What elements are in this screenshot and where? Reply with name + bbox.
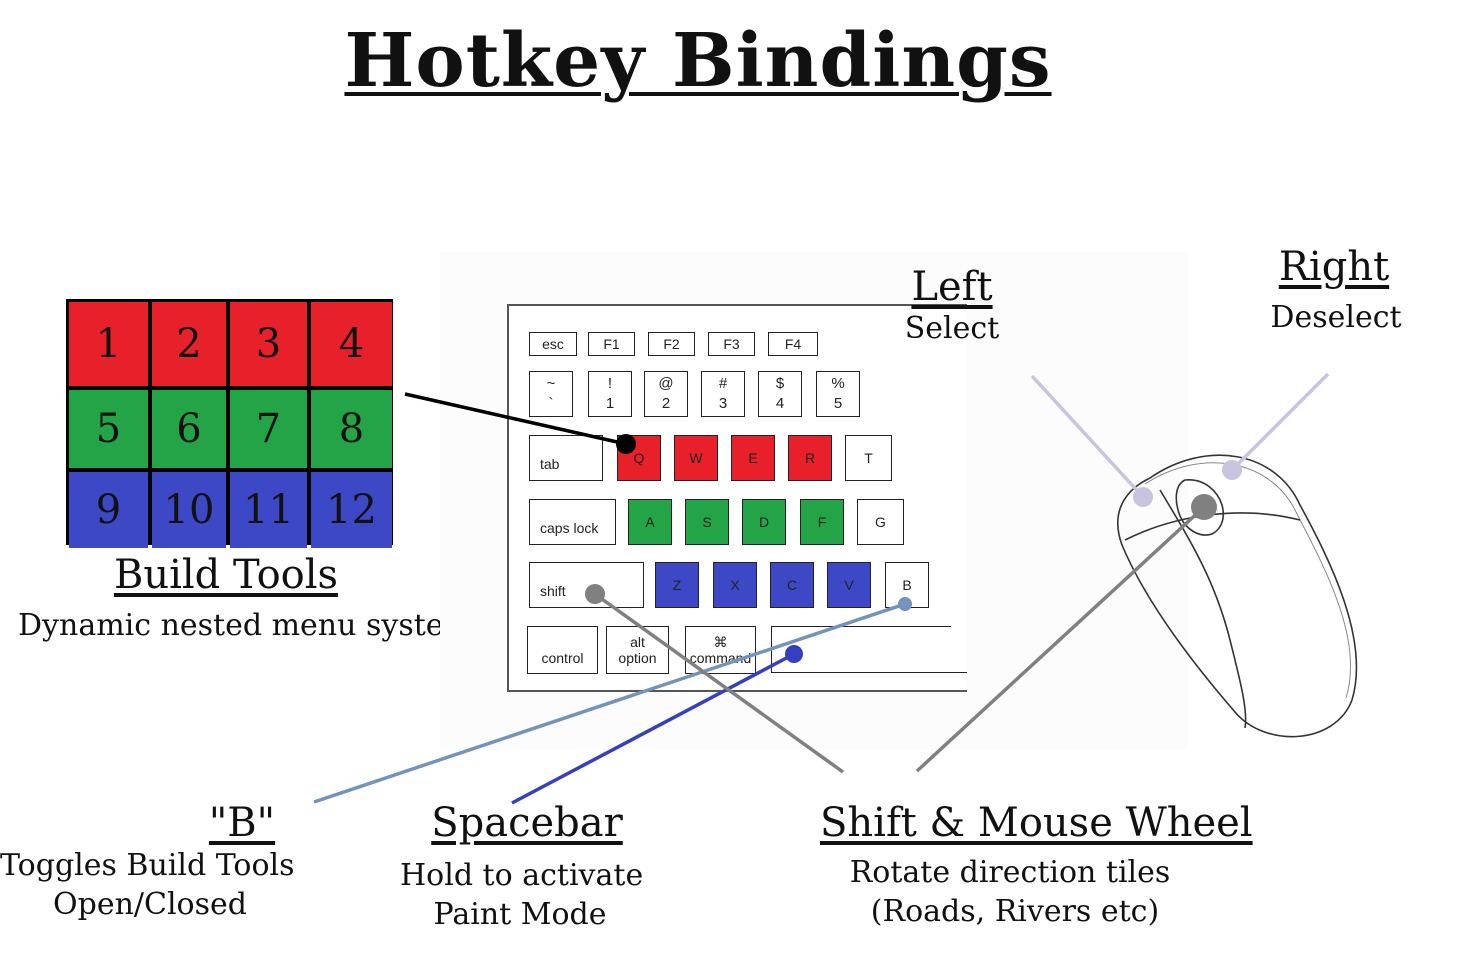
shift-wheel-line1: Rotate direction tiles (849, 855, 1171, 890)
key-x: X (713, 562, 757, 608)
build-slot: 12 (311, 472, 392, 548)
b-key-connector (313, 602, 906, 804)
b-key-line2: Open/Closed (53, 887, 247, 922)
key-r: R (788, 435, 832, 481)
build-slot: 4 (311, 302, 392, 386)
mouse-left-connector (1030, 374, 1145, 499)
mouse-left-sub: Select (904, 311, 1000, 346)
key-c: C (770, 562, 814, 608)
spacebar-dot (785, 645, 803, 663)
shift-dot (585, 584, 605, 604)
mouse-right-connector (1230, 372, 1330, 472)
key-command: ⌘command (685, 626, 756, 674)
key-e: E (731, 435, 775, 481)
build-slot: 2 (152, 302, 226, 386)
wheel-dot (1191, 494, 1217, 520)
key-bottom-char: 5 (833, 395, 843, 412)
build-slot: 7 (230, 390, 307, 468)
q-key-dot (616, 434, 636, 454)
build-slot: 11 (230, 472, 307, 548)
key-caps-lock: caps lock (529, 499, 616, 545)
mouse-right-dot (1222, 460, 1242, 480)
key-top-char: ! (607, 375, 613, 392)
b-key-dot (898, 597, 912, 611)
key-s: S (685, 499, 729, 545)
key-tab: tab (529, 435, 603, 481)
build-slot: 1 (69, 302, 148, 386)
key-bottom-char: 3 (718, 395, 728, 412)
key-5: %5 (816, 371, 860, 417)
wheel-connector (915, 505, 1206, 773)
mouse-icon (1117, 454, 1358, 738)
key-w: W (674, 435, 718, 481)
key-top-char: @ (658, 375, 674, 392)
b-key-heading: "B" (208, 800, 276, 846)
key-f: F (800, 499, 844, 545)
key-2: @2 (644, 371, 688, 417)
build-slot: 5 (69, 390, 148, 468)
key-a: A (628, 499, 672, 545)
key-d: D (742, 499, 786, 545)
key-z: Z (655, 562, 699, 608)
key-tilde: ~` (529, 371, 573, 417)
keyboard-illustration: esc F1 F2 F3 F4 ~` !1 @2 #3 $4 %5 tab Q … (507, 304, 967, 692)
key-bottom-char: 2 (661, 395, 671, 412)
build-slot: 9 (69, 472, 148, 548)
key-1: !1 (588, 371, 632, 417)
mouse-left-heading: Left (911, 264, 993, 310)
connector-lines (313, 372, 1330, 805)
build-tools-description: Dynamic nested menu system (18, 608, 472, 643)
build-slot: 6 (152, 390, 226, 468)
mouse-left-dot (1133, 487, 1153, 507)
key-4: $4 (758, 371, 802, 417)
key-g: G (857, 499, 904, 545)
key-bottom-char: 4 (775, 395, 785, 412)
spacebar-bottom-edge (771, 672, 967, 673)
key-esc: esc (529, 332, 577, 356)
key-control: control (527, 626, 598, 674)
build-tools-grid: 1 2 3 4 5 6 7 8 9 10 11 12 (66, 299, 393, 548)
spacebar-line1: Hold to activate (400, 858, 644, 893)
build-slot: 8 (311, 390, 392, 468)
spacebar-line2: Paint Mode (433, 897, 607, 932)
build-tools-connector (404, 392, 627, 446)
key-3: #3 (701, 371, 745, 417)
build-slot: 3 (230, 302, 307, 386)
key-top-char: $ (775, 375, 785, 392)
key-bottom-char: 1 (605, 395, 615, 412)
build-tools-heading: Build Tools (113, 552, 339, 598)
shift-wheel-heading: Shift & Mouse Wheel (820, 800, 1253, 846)
key-t: T (845, 435, 892, 481)
shift-wheel-line2: (Roads, Rivers etc) (870, 894, 1160, 929)
key-f3: F3 (708, 332, 755, 356)
connector-dots (585, 434, 1242, 663)
key-v: V (827, 562, 871, 608)
shift-connector (593, 592, 845, 774)
key-f1: F1 (588, 332, 635, 356)
key-top-char: % (831, 375, 845, 392)
mouse-right-heading: Right (1278, 244, 1390, 290)
page-title: Hotkey Bindings (344, 18, 1052, 104)
mouse-right-sub: Deselect (1270, 300, 1402, 335)
key-top-char: alt (630, 634, 645, 650)
key-top-char: ⌘ (713, 634, 728, 650)
build-slot: 10 (152, 472, 226, 548)
key-bottom-char: ` (548, 395, 554, 412)
spacebar-connector (511, 652, 795, 805)
key-bottom-char: option (618, 650, 657, 666)
key-f2: F2 (648, 332, 695, 356)
key-f4: F4 (768, 332, 818, 356)
key-top-char: # (718, 375, 728, 392)
b-key-line1: Toggles Build Tools (0, 848, 295, 883)
spacebar-heading: Spacebar (431, 800, 623, 846)
key-shift: shift (529, 562, 644, 608)
key-top-char: ~ (546, 375, 556, 392)
